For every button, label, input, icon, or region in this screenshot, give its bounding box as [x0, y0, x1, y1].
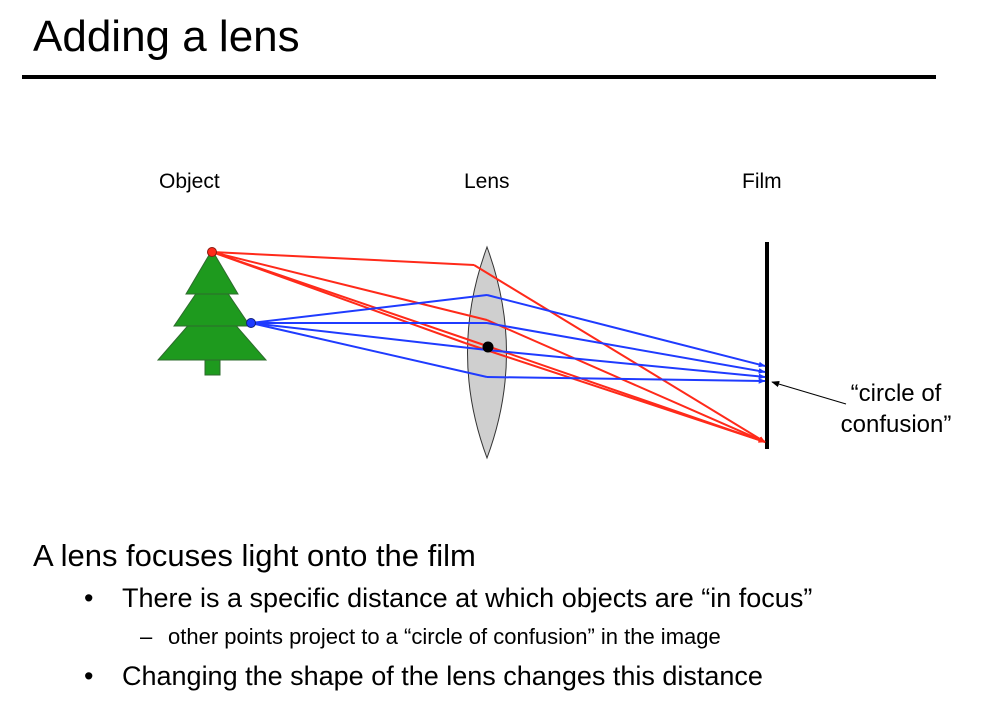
coc-label-line2: confusion” — [840, 411, 952, 438]
lens-shape — [467, 245, 507, 460]
main-statement: A lens focuses light onto the film — [33, 538, 476, 573]
object-top-point — [207, 247, 217, 257]
lens-label: Lens — [464, 170, 510, 193]
object-label: Object — [159, 170, 220, 193]
coc-label-line1: “circle of — [850, 380, 942, 407]
bullet-text: There is a specific distance at which ob… — [122, 583, 813, 613]
coc-pointer-arrow — [771, 380, 847, 405]
dash-marker: – — [140, 624, 153, 649]
red-rays — [211, 251, 766, 443]
sub-bullet-text: other points project to a “circle of con… — [168, 624, 721, 649]
blue-rays — [250, 294, 766, 384]
sub-bullet-item: –other points project to a “circle of co… — [140, 622, 721, 652]
tree-object — [156, 249, 268, 376]
bullet-item: • Changing the shape of the lens changes … — [84, 658, 763, 694]
bullet-marker: • — [84, 661, 94, 691]
slide-title: Adding a lens — [33, 12, 300, 61]
lens-center-point — [482, 341, 494, 353]
bullet-item: • There is a specific distance at which o… — [84, 580, 812, 616]
object-mid-point — [246, 318, 256, 328]
title-underline — [22, 75, 936, 79]
film-label: Film — [742, 170, 782, 193]
circle-of-confusion-label: “circle of confusion” — [826, 378, 966, 440]
bullet-text: Changing the shape of the lens changes t… — [122, 661, 763, 691]
bullet-marker: • — [84, 583, 94, 613]
